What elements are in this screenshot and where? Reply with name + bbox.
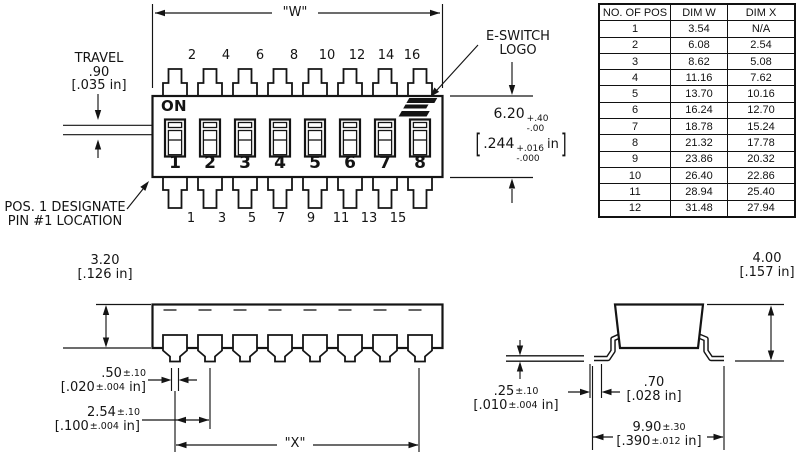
top-pin-number: 16 <box>403 48 421 63</box>
col-header-dim-x: DIM X <box>727 3 796 22</box>
front-view <box>63 4 533 210</box>
bottom-pin-number: 11 <box>332 211 350 226</box>
position-number: 1 <box>169 153 181 173</box>
position-number: 8 <box>414 153 426 173</box>
end-height-dimension <box>707 303 784 362</box>
table-header-row: NO. OF POS DIM W DIM X <box>598 3 796 22</box>
col-header-dim-w: DIM W <box>670 3 728 22</box>
bottom-pin-number: 9 <box>306 211 316 226</box>
top-pin-number: 8 <box>289 48 299 63</box>
pos1-leader <box>126 179 152 210</box>
position-number: 5 <box>309 153 321 173</box>
end-view <box>506 303 784 450</box>
bottom-pin-number: 5 <box>247 211 257 226</box>
on-label: ON <box>161 96 187 115</box>
position-number: 2 <box>204 153 216 173</box>
pin-width-dimension <box>148 368 197 391</box>
position-number: 4 <box>274 153 286 173</box>
bottom-pin-number: 15 <box>389 211 407 226</box>
front-top-pins <box>162 68 433 97</box>
overall-width-dimension-text: 9.90±.30 [.390±.012 in] <box>616 420 702 449</box>
top-pin-number: 10 <box>318 48 336 63</box>
top-pin-number: 2 <box>187 48 197 63</box>
travel-label: TRAVEL .90 [.035 in] <box>71 51 127 93</box>
col-header-no-of-pos: NO. OF POS <box>598 3 671 22</box>
pitch-dimension-text: 2.54±.10 [.100±.004 in] <box>54 405 140 434</box>
end-height-dimension-text: 4.00 [.157 in] <box>739 251 795 280</box>
side-height-dimension-text: 3.20 [.126 in] <box>77 253 133 282</box>
position-number: 7 <box>379 153 391 173</box>
bottom-pin-number: 7 <box>276 211 286 226</box>
w-dimension-label: "W" <box>278 6 312 20</box>
top-pin-number: 14 <box>377 48 395 63</box>
pos1-note: POS. 1 DESIGNATE PIN #1 LOCATION <box>4 200 126 229</box>
gull-wing-leads <box>594 331 724 362</box>
pin-width-dimension-text: .50±.10 [.020±.004 in] <box>60 366 146 395</box>
top-pin-number: 12 <box>348 48 366 63</box>
eswitch-logo-icon <box>398 98 438 117</box>
position-number: 3 <box>239 153 251 173</box>
eswitch-logo-label: E-SWITCH LOGO <box>486 29 550 58</box>
front-bottom-pins <box>162 176 433 209</box>
position-number: 6 <box>344 153 356 173</box>
lead-thickness-dimension-text: .25±.10 [.010±.004 in] <box>473 384 559 413</box>
pitch-dimension <box>142 368 211 452</box>
lead-thickness-dimension <box>506 340 584 379</box>
top-pin-number: 4 <box>221 48 231 63</box>
logo-leader <box>427 44 479 100</box>
end-body <box>613 303 705 350</box>
x-dimension <box>176 368 420 452</box>
switch-body <box>151 94 444 179</box>
bottom-pin-number: 3 <box>217 211 227 226</box>
side-view <box>63 303 444 452</box>
body-height-dimension <box>450 62 533 203</box>
lead-width-dimension-text: .70 [.028 in] <box>626 375 682 404</box>
x-dimension-label: "X" <box>280 437 310 451</box>
top-pin-number: 6 <box>255 48 265 63</box>
bottom-pin-number: 1 <box>186 211 196 226</box>
side-height-dimension <box>63 303 151 349</box>
overall-width-dimension <box>591 366 725 450</box>
travel-dimension <box>63 94 152 158</box>
lead-width-dimension <box>568 364 620 398</box>
bottom-pin-number: 13 <box>360 211 378 226</box>
side-body <box>151 303 444 350</box>
w-dimension <box>151 4 444 88</box>
